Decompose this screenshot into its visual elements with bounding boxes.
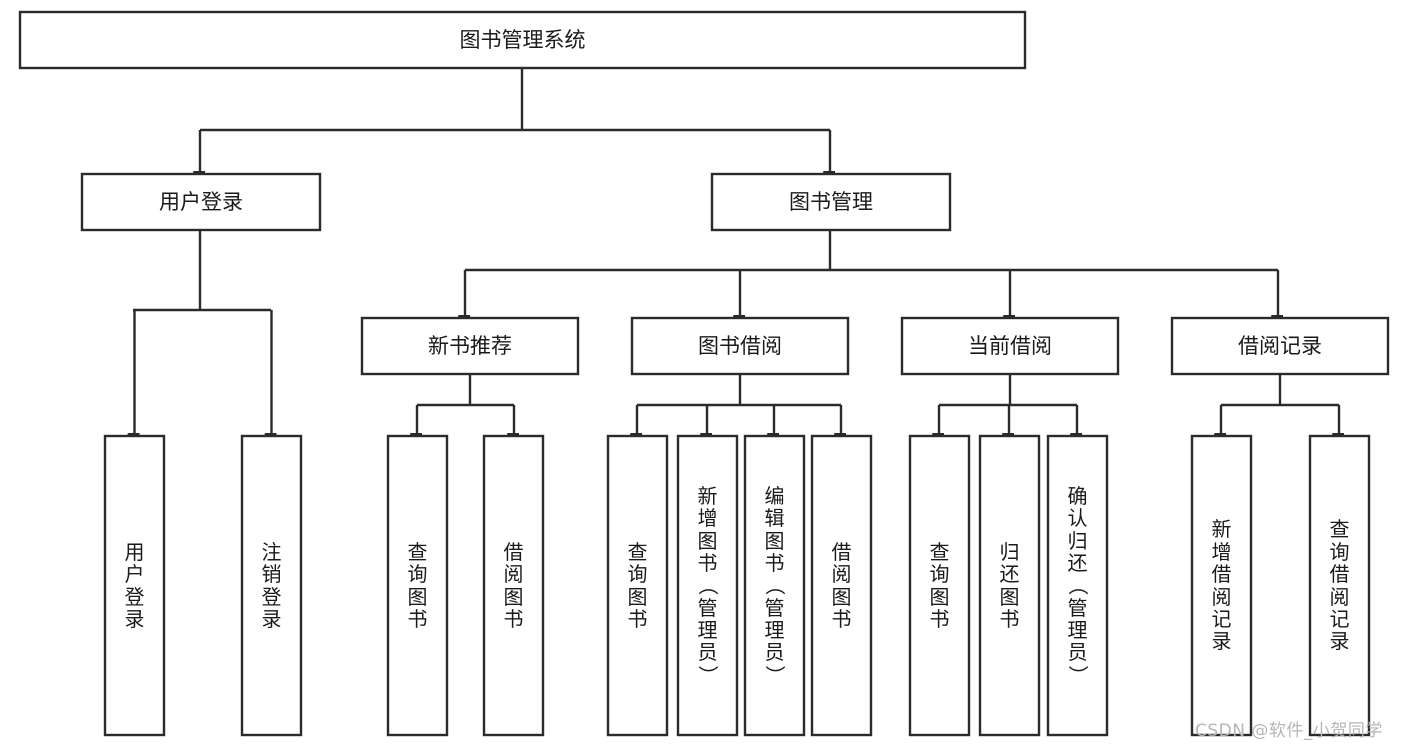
csdn-watermark: CSDN @软件_小贺同学 bbox=[1195, 721, 1383, 741]
node-label-book-manage: 图书管理 bbox=[789, 190, 873, 214]
leaf-node-leaf-user-logout[interactable] bbox=[240, 434, 303, 737]
node-user-login[interactable] bbox=[80, 172, 322, 232]
leaf-node-leaf-user-login[interactable] bbox=[103, 434, 166, 737]
leaf-node-leaf-edit-book-admin[interactable] bbox=[743, 434, 806, 737]
node-label-user-login: 用户登录 bbox=[159, 190, 243, 214]
node-label-new-book-rec: 新书推荐 bbox=[428, 334, 512, 358]
leaf-node-leaf-query-record[interactable] bbox=[1308, 434, 1371, 737]
leaf-node-leaf-add-record[interactable] bbox=[1190, 434, 1253, 737]
node-label-book-borrow: 图书借阅 bbox=[698, 334, 782, 358]
box-layer bbox=[18, 10, 1390, 737]
leaf-node-leaf-query-book-2[interactable] bbox=[606, 434, 669, 737]
leaf-node-leaf-query-book-1[interactable] bbox=[386, 434, 449, 737]
node-root[interactable] bbox=[18, 10, 1027, 70]
connector-layer bbox=[133, 68, 1339, 434]
node-book-manage[interactable] bbox=[710, 172, 952, 232]
leaf-node-leaf-confirm-return[interactable] bbox=[1046, 434, 1109, 737]
leaf-node-leaf-add-book-admin[interactable] bbox=[676, 434, 739, 737]
leaf-node-leaf-borrow-book-2[interactable] bbox=[810, 434, 873, 737]
leaf-node-leaf-borrow-book-1[interactable] bbox=[482, 434, 545, 737]
node-borrow-record[interactable] bbox=[1170, 316, 1390, 376]
node-book-borrow[interactable] bbox=[630, 316, 850, 376]
leaf-node-leaf-return-book[interactable] bbox=[978, 434, 1041, 737]
node-current-borrow[interactable] bbox=[900, 316, 1120, 376]
node-label-borrow-record: 借阅记录 bbox=[1238, 334, 1322, 358]
leaf-node-leaf-query-book-3[interactable] bbox=[908, 434, 971, 737]
node-label-root: 图书管理系统 bbox=[460, 28, 586, 52]
node-label-current-borrow: 当前借阅 bbox=[968, 334, 1052, 358]
node-new-book-rec[interactable] bbox=[360, 316, 580, 376]
